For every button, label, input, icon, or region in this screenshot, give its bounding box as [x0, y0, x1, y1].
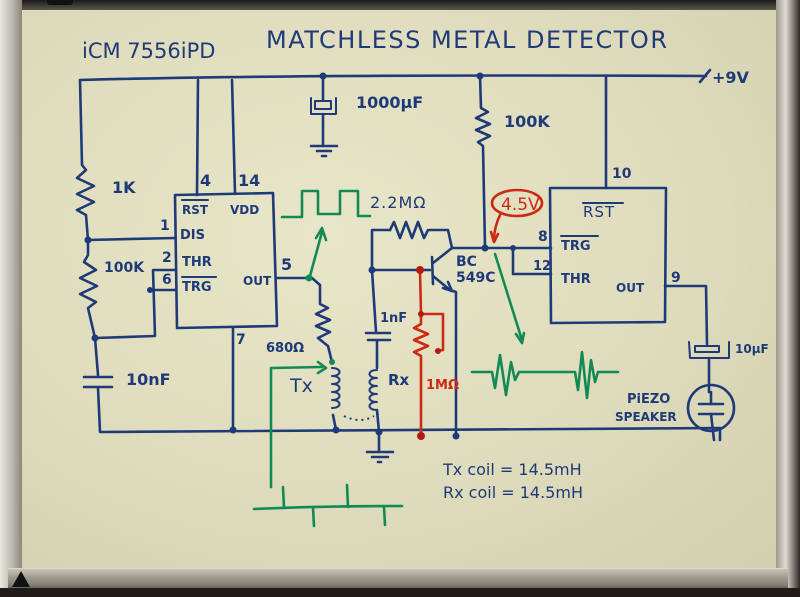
capacitor-10nf-label: 10nF — [126, 370, 171, 389]
ic-right-body — [483, 74, 709, 346]
trimmer-1m-label: 1MΩ — [426, 378, 459, 393]
resistor-100k-top-label: 100K — [504, 112, 550, 131]
transistor-label-line1: BC — [456, 254, 477, 270]
tx-network — [310, 276, 341, 434]
chip-label: iCM 7556iPD — [82, 39, 215, 63]
ic-right-rst-label: RST — [583, 203, 615, 221]
ic-left-thr-label: THR — [182, 255, 212, 270]
ic-left-pin-vdd-number: 14 — [238, 171, 260, 190]
rx-coil-label: Rx — [388, 371, 410, 389]
capacitor-10uf — [688, 341, 730, 394]
capacitor-1000uf-label: 1000µF — [356, 93, 423, 112]
ic-right-trg-label: TRG — [561, 239, 591, 254]
ic-right-pin-thr-number: 12 — [533, 259, 551, 274]
frame-clip — [47, 0, 73, 5]
piezo-speaker-symbol — [686, 383, 736, 442]
tx-pulse-sketch — [252, 360, 404, 528]
marker-tray — [8, 568, 788, 591]
ic-left-pin-rst-number: 4 — [200, 171, 211, 190]
ic-right-pin-rst-number: 10 — [612, 166, 632, 182]
ic-right-pin-out-number: 9 — [671, 270, 681, 286]
ic-left-pin-thr-number: 2 — [162, 250, 172, 266]
capacitor-10uf-label: 10µF — [735, 342, 769, 356]
resistor-1k-label: 1K — [112, 178, 136, 197]
rx-coil-note: Rx coil = 14.5mH — [443, 483, 583, 502]
resistor-100k-top — [474, 74, 492, 252]
ic-left-pin-gnd-number: 7 — [236, 332, 246, 348]
piezo-label-line2: SPEAKER — [615, 410, 677, 424]
frame-top-edge — [0, 0, 800, 10]
rx-ringing-sketch — [470, 252, 620, 400]
coil-coupling-dots — [343, 415, 375, 421]
ic-left-dis-label: DIS — [180, 228, 205, 243]
square-wave-sketch — [280, 189, 372, 282]
ic-right-out-label: OUT — [616, 281, 645, 295]
tray-shadow — [0, 588, 800, 597]
rx-network — [364, 220, 454, 464]
capacitor-1nf-label: 1nF — [380, 311, 407, 326]
bias-voltage-callout — [489, 188, 544, 244]
trimmer-1m — [412, 266, 445, 440]
ic-left-pin-trg-number: 6 — [162, 272, 172, 288]
ic-left-pin-dis-number: 1 — [160, 218, 170, 234]
capacitor-1000uf — [309, 74, 339, 158]
ic-left-trg-label: TRG — [182, 280, 212, 295]
supply-rail — [78, 68, 712, 84]
bias-voltage-label: 4.5V — [501, 195, 540, 215]
ic-left-rst-label: RST — [182, 203, 209, 217]
ic-right-thr-label: THR — [561, 272, 591, 287]
resistor-680-label: 680Ω — [266, 341, 304, 356]
diagram-title: MATCHLESS METAL DETECTOR — [266, 26, 669, 54]
tx-coil-note: Tx coil = 14.5mH — [442, 460, 582, 479]
ic-left-vdd-label: VDD — [230, 203, 259, 217]
supply-voltage-label: +9V — [712, 68, 750, 87]
left-timing-network — [75, 78, 722, 442]
resistor-100k-left-label: 100K — [104, 260, 145, 276]
tx-coil-label: Tx — [289, 375, 313, 397]
ic-left-pin-out-number: 5 — [281, 255, 292, 274]
tray-end-cap — [12, 571, 30, 587]
piezo-label-line1: PiEZO — [627, 392, 670, 407]
frame-left-edge — [0, 0, 22, 597]
frame-right-edge — [776, 0, 800, 597]
ic-left-out-label: OUT — [243, 274, 272, 288]
ic-right-pin-trg-number: 8 — [538, 229, 548, 245]
resistor-2-2m-label: 2.2MΩ — [370, 193, 426, 212]
ic-left-body — [173, 78, 314, 434]
transistor-label-line2: 549C — [456, 270, 496, 286]
